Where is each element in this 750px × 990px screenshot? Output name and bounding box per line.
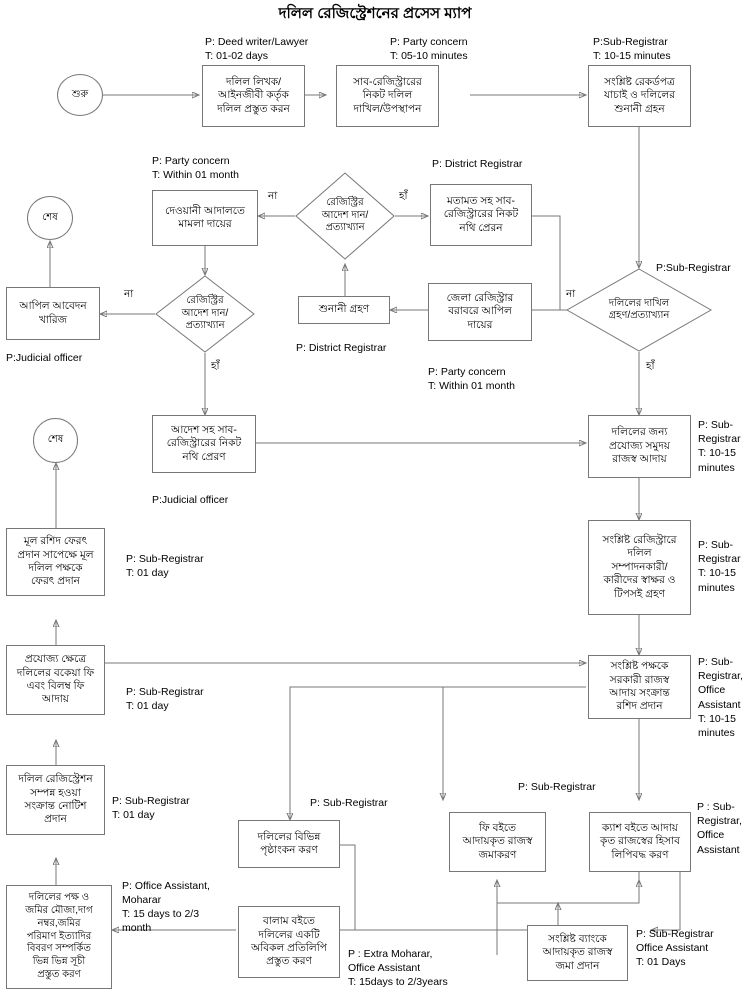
note-judicial-officer-order: P:Judicial officer	[152, 494, 229, 506]
edge-label-yes-3: হাঁ	[646, 360, 655, 372]
node-start[interactable]: শুরু	[57, 74, 103, 116]
node-government-revenue-receipt[interactable]: সংশ্লিষ্ট পক্ষকে সরকারী রাজস্ব আদায় সংক…	[588, 655, 691, 719]
note-subregistrar-endorsement: P: Sub-Registrar	[310, 797, 388, 809]
decision-registrar-order-2-label: রেজিস্ট্রির আদেশ দান/ প্রত্যাখ্যান	[181, 295, 229, 332]
note-subregistrar-signature: P: Sub- Registrar T: 10-15 minutes	[698, 539, 741, 594]
node-balam-book-copy[interactable]: বালাম বইতে দলিলের একটি অবিকল প্রতিলিপি প…	[238, 906, 340, 978]
node-deed-prepare[interactable]: দলিল লিখক/ আইনজীবী কর্তৃক দলিল প্রস্তুত …	[202, 65, 305, 127]
decision-registrar-order-1[interactable]: রেজিস্ট্রির আদেশ দান/ প্রত্যাখ্যান	[295, 172, 395, 260]
note-subregistrar-office-receipt: P: Sub- Registrar, Office Assistant T: 1…	[698, 656, 743, 739]
node-bank-deposit[interactable]: সংশ্লিষ্ট ব্যাংকে আদায়কৃত রাজস্ব জমা প্…	[527, 925, 628, 981]
note-extra-moharar: P : Extra Moharar, Office Assistant T: 1…	[348, 948, 448, 988]
node-appeal-rejected[interactable]: আপিল আবেদন খারিজ	[6, 287, 100, 340]
node-end-top[interactable]: শেষ	[27, 196, 73, 240]
node-return-original-deed[interactable]: মূল রশিদ ফেরৎ প্রদান সাপেক্ষে মূল দলিল প…	[6, 528, 105, 596]
node-endorsement[interactable]: দলিলের বিভিন্ন পৃষ্ঠাংকন করণ	[238, 820, 340, 868]
note-district-registrar-hearing: P: District Registrar	[296, 342, 387, 354]
node-verify-hearing[interactable]: সংশ্লিষ্ট রেকর্ডপত্র যাচাই ও দলিলের শুনা…	[588, 65, 691, 127]
note-subregistrar-due-fee: P: Sub-Registrar T: 01 day	[126, 686, 204, 712]
edge-label-no-1: না	[268, 190, 278, 202]
node-fee-book-entry[interactable]: ফি বইতে আদায়কৃত রাজস্ব জমাকরণ	[449, 812, 546, 872]
node-civil-court-case[interactable]: দেওয়ানী আদালতে মামলা দায়ের	[152, 190, 258, 246]
node-opinion-send-file[interactable]: মতামত সহ সাব- রেজিস্ট্রারের নিকট নথি প্র…	[430, 184, 532, 246]
decision-deed-accept-reject[interactable]: দলিলের দাখিল গ্রহণ/প্রত্যাখ্যান	[566, 268, 712, 352]
note-subregistrar-revenue: P: Sub- Registrar T: 10-15 minutes	[698, 419, 741, 474]
note-subregistrar-verify: P:Sub-Registrar T: 10-15 minutes	[593, 36, 671, 62]
note-party-concern-submit: P: Party concern T: 05-10 minutes	[390, 36, 468, 62]
note-office-assistant-moharar: P: Office Assistant, Moharar T: 15 days …	[122, 880, 210, 934]
edge-label-yes-2: হাঁ	[211, 360, 220, 372]
note-party-concern-appeal: P: Party concern T: Within 01 month	[428, 366, 515, 392]
note-deed-writer: P: Deed writer/Lawyer T: 01-02 days	[205, 36, 309, 62]
note-subregistrar-return-deed: P: Sub-Registrar T: 01 day	[126, 553, 204, 579]
edge-label-no-3: না	[566, 288, 576, 300]
note-subregistrar-fee-book: P: Sub-Registrar	[518, 781, 596, 793]
node-revenue-collect[interactable]: দলিলের জন্য প্রযোজ্য সমুদয় রাজস্ব আদায়	[588, 415, 691, 478]
node-submit-subregistrar[interactable]: সাব-রেজিস্ট্রারের নিকট দলিল দাখিল/উপস্থা…	[336, 65, 439, 127]
note-bank-deposit: P: Sub-Registrar Office Assistant T: 01 …	[636, 928, 714, 968]
decision-deed-accept-reject-label: দলিলের দাখিল গ্রহণ/প্রত্যাখ্যান	[608, 297, 670, 322]
decision-registrar-order-2[interactable]: রেজিস্ট্রির আদেশ দান/ প্রত্যাখ্যান	[155, 275, 255, 353]
note-judicial-officer-appeal: P:Judicial officer	[6, 352, 83, 364]
note-party-concern-civil: P: Party concern T: Within 01 month	[152, 155, 239, 181]
node-end-mid[interactable]: শেষ	[33, 418, 78, 463]
node-due-and-delay-fee[interactable]: প্রযোজ্য ক্ষেত্রে দলিলের বকেয়া ফি এবং ব…	[6, 645, 105, 715]
edge-label-yes-1: হাঁ	[399, 190, 408, 202]
note-subregistrar-notice: P: Sub-Registrar T: 01 day	[112, 795, 190, 821]
page-title: দলিল রেজিস্ট্রেশনের প্রসেস ম্যাপ	[278, 5, 472, 22]
node-cash-book-entry[interactable]: ক্যাশ বইতে আদায় কৃত রাজস্বের হিসাব লিপি…	[589, 812, 691, 872]
node-order-send-file[interactable]: আদেশ সহ সাব- রেজিস্ট্রারের নিকট নথি প্রে…	[152, 415, 256, 473]
node-registration-notice[interactable]: দলিল রেজিস্ট্রেশন সম্পন্ন হওয়া সংক্রান্…	[6, 765, 105, 835]
node-hearing-take[interactable]: শুনানী গ্রহণ	[298, 296, 390, 324]
node-signature-thumbprint[interactable]: সংশ্লিষ্ট রেজিস্ট্রারে দলিল সম্পাদনকারী/…	[588, 520, 691, 615]
node-index-preparation[interactable]: দলিলের পক্ষ ও জমির মৌজা,দাগ নম্বর,জমির প…	[6, 885, 112, 989]
note-subregistrar-office-cash: P : Sub- Registrar, Office Assistant	[697, 801, 742, 856]
note-subregistrar-decision: P:Sub-Registrar	[656, 262, 731, 274]
edge-label-no-2: না	[124, 288, 134, 300]
node-district-registrar-appeal[interactable]: জেলা রেজিস্ট্রার বরাবরে আপিল দায়ের	[428, 283, 532, 341]
decision-registrar-order-1-label: রেজিস্ট্রির আদেশ দান/ প্রত্যাখ্যান	[321, 197, 369, 234]
note-district-registrar-opinion: P: District Registrar	[432, 158, 523, 170]
